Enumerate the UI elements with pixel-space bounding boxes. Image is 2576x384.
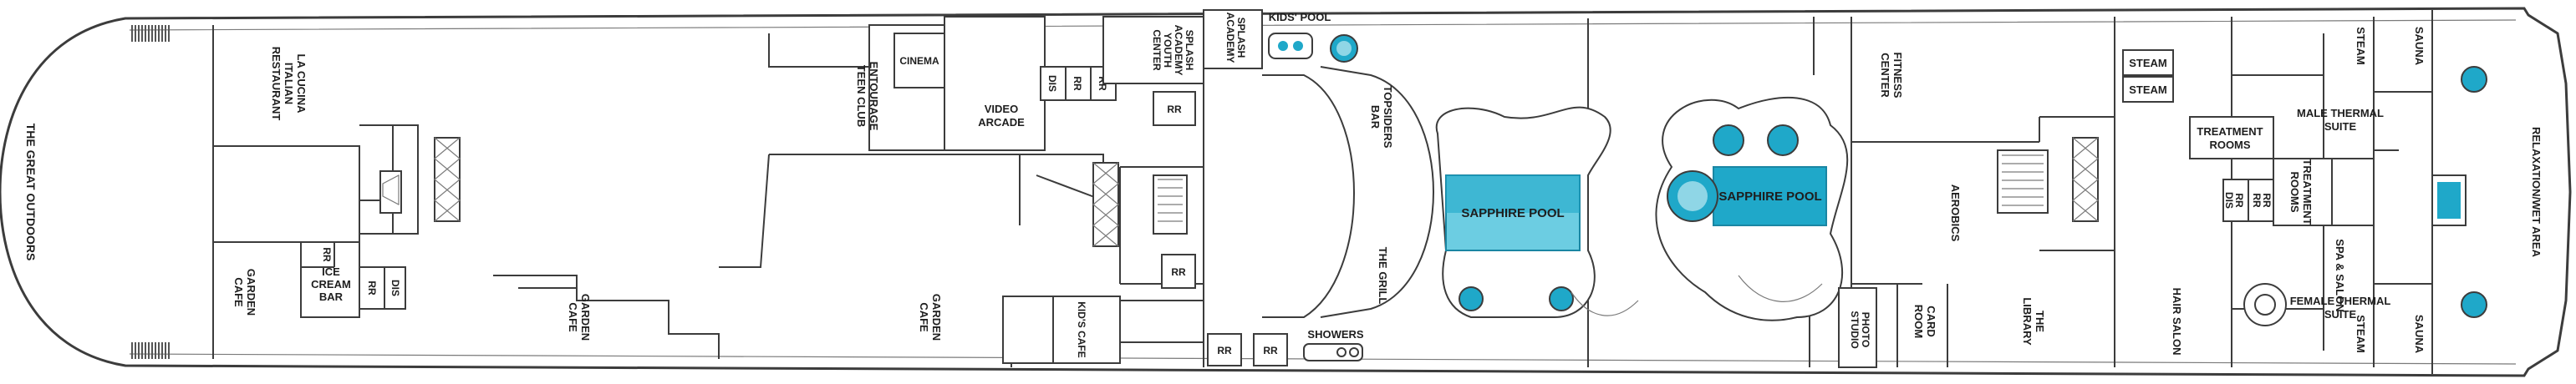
svg-text:CINEMA: CINEMA: [899, 55, 939, 67]
svg-text:TREATMENTROOMS: TREATMENTROOMS: [2197, 125, 2263, 151]
label-hair-salon: HAIR SALON: [2171, 288, 2183, 356]
splash-academy-youth-center: SPLASHACADEMYYOUTHCENTER: [1102, 16, 1204, 84]
svg-text:RRRR: RRRR: [2251, 193, 2273, 208]
la-cucina-restaurant: LA CUCINAITALIANRESTAURANT: [270, 47, 308, 121]
svg-text:GARDENCAFE: GARDENCAFE: [232, 269, 257, 316]
label-sauna-top: SAUNA: [2413, 27, 2426, 66]
steam-boxes: STEAM STEAM: [2122, 49, 2174, 103]
label-library: THELIBRARY: [2021, 297, 2046, 346]
svg-text:RR: RR: [321, 247, 333, 262]
svg-text:DIS: DIS: [389, 280, 401, 296]
svg-text:LA CUCINAITALIANRESTAURANT: LA CUCINAITALIANRESTAURANT: [270, 47, 308, 121]
svg-text:RRDIS: RRDIS: [2223, 192, 2245, 209]
svg-text:PHOTOSTUDIO: PHOTOSTUDIO: [1849, 311, 1871, 348]
svg-text:SAPPHIRE POOL: SAPPHIRE POOL: [1461, 206, 1564, 220]
svg-text:SPLASHACADEMY: SPLASHACADEMY: [1224, 13, 1247, 63]
label-garden-cafe-right: GARDENCAFE: [918, 294, 943, 341]
svg-text:KID'S CAFE: KID'S CAFE: [1076, 301, 1087, 358]
svg-text:RR: RR: [366, 280, 378, 296]
sapphire-pool-right: SAPPHIRE POOL: [1571, 96, 1849, 321]
splash-academy: SPLASHACADEMY: [1203, 9, 1263, 69]
elevator-mid: [1092, 162, 1188, 247]
label-steam-top: STEAM: [2355, 27, 2367, 65]
label-aerobics: AEROBICS: [1949, 184, 1962, 242]
kids-pool: KIDS' POOL: [1268, 11, 1358, 63]
svg-text:RR: RR: [1171, 266, 1186, 278]
spa-plunge-pools: [2431, 66, 2487, 318]
svg-text:RR: RR: [1072, 76, 1083, 91]
label-card-room: CARDROOM: [1912, 305, 1937, 338]
label-the-grill: THE GRILL: [1377, 247, 1389, 305]
svg-text:RR: RR: [1217, 345, 1232, 356]
topsiders-bar: TOPSIDERSBAR: [1262, 66, 1434, 318]
kids-cafe: KID'S CAFE: [1002, 296, 1121, 364]
showers: SHOWERS: [1303, 328, 1364, 361]
sapphire-pool-left: SAPPHIRE POOL: [1435, 106, 1611, 318]
railing-top: [131, 25, 170, 42]
label-relaxation-area: RELAXATION/WET AREA: [2530, 127, 2543, 258]
svg-text:SPA & SALON: SPA & SALON: [2334, 239, 2346, 311]
svg-text:STEAM: STEAM: [2129, 83, 2167, 96]
svg-text:TREATMENTROOMS: TREATMENTROOMS: [2288, 159, 2314, 225]
photo-studio: PHOTOSTUDIO: [1838, 287, 1877, 368]
treatment-rooms-b: TREATMENTROOMS: [2273, 158, 2333, 226]
label-sauna-bottom: SAUNA: [2413, 315, 2426, 354]
label-steam-bottom: STEAM: [2355, 315, 2367, 353]
svg-text:STEAM: STEAM: [2129, 57, 2167, 69]
svg-text:TOPSIDERSBAR: TOPSIDERSBAR: [1369, 86, 1394, 149]
svg-text:SAPPHIRE POOL: SAPPHIRE POOL: [1718, 189, 1821, 204]
spa-salon-stair: SPA & SALON: [2243, 239, 2346, 326]
elevator-fwd: [1997, 137, 2099, 222]
cinema: CINEMA: [893, 33, 945, 88]
restrooms-showers: RR RR: [1207, 333, 1288, 366]
svg-text:RR: RR: [1167, 104, 1182, 115]
svg-text:SPLASHACADEMYYOUTHCENTER: SPLASHACADEMYYOUTHCENTER: [1151, 25, 1195, 76]
label-garden-cafe-mid: GARDENCAFE: [567, 294, 592, 341]
svg-text:SHOWERS: SHOWERS: [1307, 328, 1364, 341]
label-great-outdoors: THE GREAT OUTDOORS: [24, 124, 38, 261]
railing-bottom: [131, 342, 170, 359]
label-fitness-center: FITNESSCENTER: [1879, 53, 1904, 99]
svg-text:RR: RR: [1263, 345, 1278, 356]
elevator-aft: [379, 137, 461, 222]
ship-hull: [0, 7, 2572, 377]
restrooms-aft: RR DIS: [359, 266, 406, 310]
svg-text:KIDS' POOL: KIDS' POOL: [1269, 11, 1331, 23]
restrooms-spa: RRDIS RRRR: [2222, 179, 2274, 222]
svg-text:DIS: DIS: [1046, 75, 1058, 92]
restrooms-arcade: DIS RR RR RR RR: [1040, 66, 1196, 289]
garden-cafe-left: GARDENCAFE: [232, 269, 257, 316]
svg-text:ENTOURAGETEEN CLUB: ENTOURAGETEEN CLUB: [855, 62, 880, 131]
